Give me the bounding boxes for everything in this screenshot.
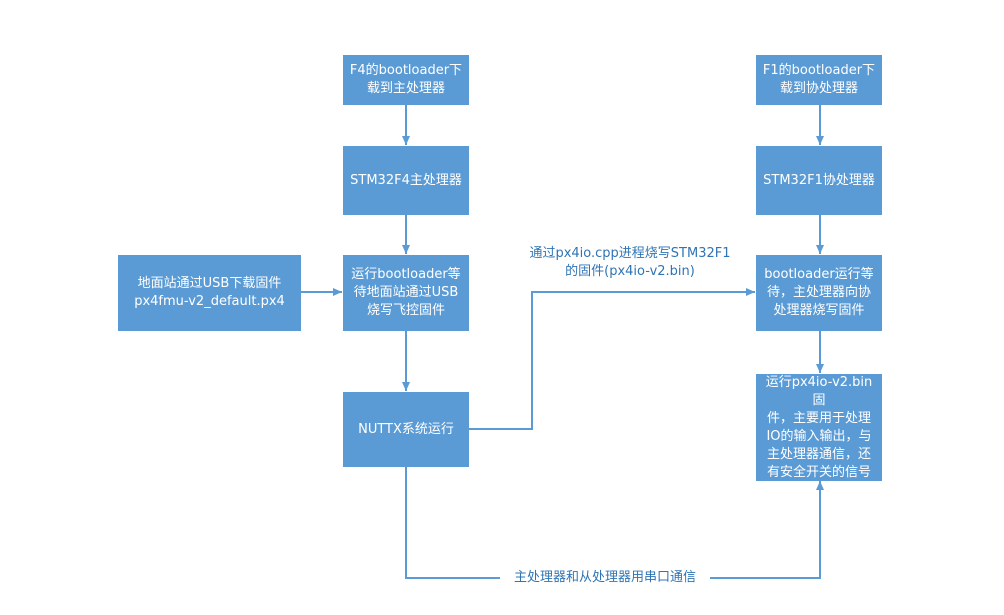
edge-label-serial-comm: 主处理器和从处理器用串口通信 xyxy=(500,569,710,587)
node-run-bootloader: 运行bootloader等 待地面站通过USB 烧写飞控固件 xyxy=(343,255,469,331)
node-stm32f1: STM32F1协处理器 xyxy=(756,146,882,215)
node-nuttx: NUTTX系统运行 xyxy=(343,392,469,467)
edge-label-burn-firmware: 通过px4io.cpp进程烧写STM32F1 的固件(px4io-v2.bin) xyxy=(520,245,740,281)
node-f4-bootloader: F4的bootloader下 载到主处理器 xyxy=(343,55,469,105)
arrow-nuttx-to-runpx4io-serial xyxy=(405,467,824,579)
node-ground-station: 地面站通过USB下载固件 px4fmu-v2_default.px4 xyxy=(118,255,301,331)
node-bootloader-wait: bootloader运行等 待，主处理器向协 处理器烧写固件 xyxy=(756,255,882,331)
arrow-nuttx-to-bootloaderwait xyxy=(469,288,755,430)
node-run-px4io: 运行px4io-v2.bin固 件，主要用于处理 IO的输入输出，与 主处理器通… xyxy=(756,374,882,481)
node-f1-bootloader: F1的bootloader下 载到协处理器 xyxy=(756,55,882,105)
node-stm32f4: STM32F4主处理器 xyxy=(343,146,469,215)
